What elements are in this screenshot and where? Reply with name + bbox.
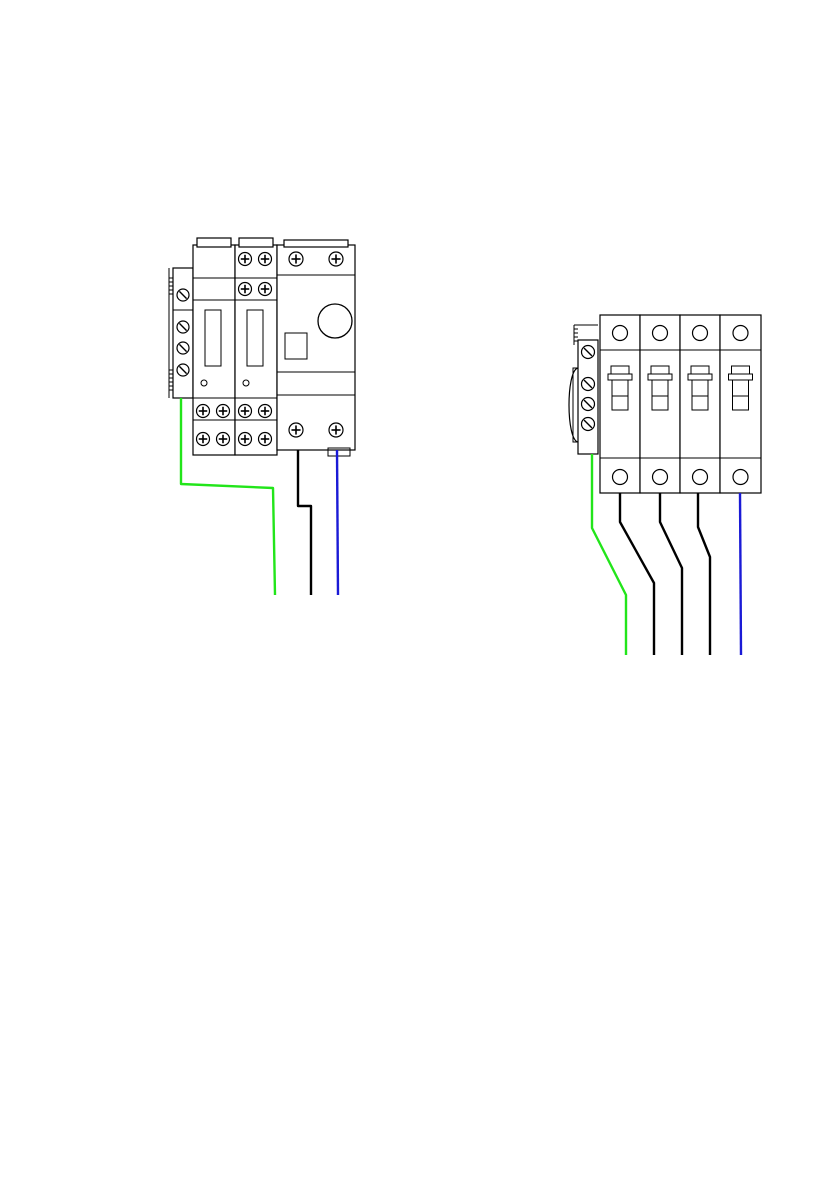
slotted-screw-icon — [582, 398, 595, 411]
phillips-screw-icon — [239, 283, 252, 296]
slotted-screw-icon — [177, 342, 189, 354]
phillips-screw-icon — [239, 253, 252, 266]
rotary-knob-icon — [318, 304, 352, 338]
phillips-screw-icon — [329, 423, 343, 437]
slotted-screw-icon — [582, 378, 595, 391]
terminal-hole-icon — [613, 326, 628, 341]
breaker-pole-1 — [600, 315, 640, 493]
slotted-screw-icon — [582, 346, 595, 359]
switch-top-tab — [284, 240, 348, 247]
phillips-screw-icon — [217, 405, 230, 418]
breaker-pole-2 — [640, 315, 680, 493]
neutral-wire — [740, 493, 741, 655]
terminal-hole-icon — [733, 470, 748, 485]
terminal-hole-icon — [693, 470, 708, 485]
terminal-hole-icon — [693, 326, 708, 341]
phillips-screw-icon — [289, 252, 303, 266]
phillips-screw-icon — [197, 405, 210, 418]
phillips-screw-icon — [197, 433, 210, 446]
phillips-screw-icon — [217, 433, 230, 446]
slotted-screw-icon — [177, 321, 189, 333]
line-wire-2 — [660, 493, 682, 655]
left-assembly — [169, 238, 355, 595]
phillips-screw-icon — [259, 283, 272, 296]
terminal-hole-icon — [613, 470, 628, 485]
terminal-hole-icon — [653, 470, 668, 485]
module-top-tab — [197, 238, 231, 247]
phillips-screw-icon — [239, 405, 252, 418]
slotted-screw-icon — [177, 289, 189, 301]
breaker-pole-4 — [720, 315, 761, 493]
breaker-pole-3 — [680, 315, 720, 493]
phillips-screw-icon — [329, 252, 343, 266]
indicator-led — [243, 380, 249, 386]
right-assembly — [569, 315, 761, 655]
phillips-screw-icon — [259, 405, 272, 418]
terminal-clip-bar — [573, 368, 578, 442]
phillips-screw-icon — [289, 423, 303, 437]
phillips-screw-icon — [239, 433, 252, 446]
slotted-screw-icon — [177, 364, 189, 376]
rcd-module-2 — [235, 245, 277, 455]
rcd-module-1 — [193, 245, 235, 455]
phillips-screw-icon — [259, 433, 272, 446]
line-wire-3 — [698, 493, 710, 655]
terminal-hole-icon — [653, 326, 668, 341]
indicator-led — [201, 380, 207, 386]
neutral-wire — [337, 450, 338, 595]
line-wire — [298, 450, 311, 595]
phillips-screw-icon — [259, 253, 272, 266]
module-top-tab — [239, 238, 273, 247]
terminal-hole-icon — [733, 326, 748, 341]
slotted-screw-icon — [582, 418, 595, 431]
main-switch — [277, 245, 355, 450]
